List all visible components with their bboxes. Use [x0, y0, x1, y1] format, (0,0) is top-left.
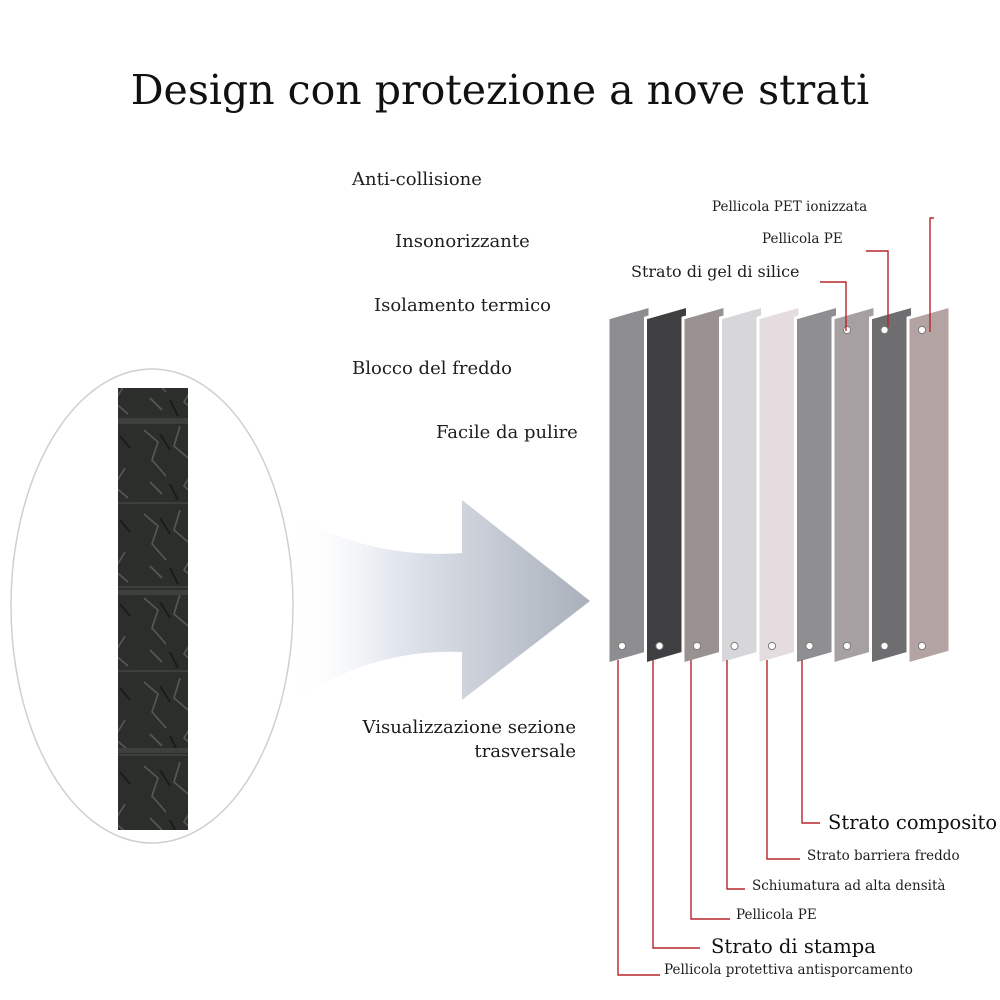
label-foam: Schiumatura ad alta densità: [752, 878, 946, 894]
leader-print-layer: [652, 660, 700, 949]
leader-silica-gel: [820, 281, 847, 331]
layer-panel-6: [794, 304, 839, 666]
leader-pet-film: [929, 217, 934, 332]
feature-easy-clean: Facile da pulire: [436, 422, 578, 443]
label-cold-barrier: Strato barriera freddo: [807, 848, 960, 864]
feature-soundproof: Insonorizzante: [395, 231, 530, 252]
label-pe-film-top: Pellicola PE: [762, 231, 843, 247]
layer-dot-bottom-6: [805, 641, 814, 651]
layer-dot-bottom-9: [917, 641, 927, 651]
leader-pe-film-top: [866, 250, 889, 327]
layer-panel-8: [869, 304, 914, 666]
wall-panel-section: [118, 388, 188, 830]
leader-pe-film-bottom: [690, 660, 730, 920]
layer-panels: [606, 304, 952, 666]
label-print-layer: Strato di stampa: [711, 935, 876, 958]
label-pet-film: Pellicola PET ionizzata: [712, 199, 868, 215]
layer-dot-bottom-1: [617, 641, 627, 651]
layer-dot-bottom-7: [842, 641, 852, 651]
caption-line-2: trasversale: [474, 741, 576, 762]
label-composite: Strato composito: [828, 811, 998, 834]
layer-dot-top-7: [842, 325, 852, 335]
leader-lines: [617, 217, 934, 976]
layer-dot-bottom-4: [730, 641, 739, 651]
layer-dot-top-9: [917, 325, 927, 335]
layer-panel-9: [906, 304, 952, 666]
label-silica-gel: Strato di gel di silice: [631, 262, 800, 281]
layer-dot-top-8: [880, 325, 889, 335]
feature-thermal-insulation: Isolamento termico: [374, 295, 552, 316]
feature-cold-block: Blocco del freddo: [352, 358, 512, 379]
layer-panel-2: [644, 304, 689, 666]
label-protective-film: Pellicola protettiva antisporcamento: [664, 962, 913, 978]
leader-protective-film: [617, 660, 660, 976]
leader-foam: [726, 660, 745, 890]
layer-dot-bottom-2: [655, 641, 664, 651]
cross-section-caption: Visualizzazione sezione trasversale: [360, 716, 576, 764]
layer-panel-1: [606, 304, 652, 666]
arrow-shape: [288, 500, 590, 705]
layer-dot-bottom-5: [767, 641, 777, 651]
layer-panel-5: [756, 304, 802, 666]
layer-panel-7: [831, 304, 877, 666]
page-title: Design con protezione a nove strati: [130, 66, 870, 114]
label-pe-film-bottom: Pellicola PE: [736, 907, 817, 923]
feature-anti-collision: Anti-collisione: [352, 169, 482, 190]
layer-panel-4: [719, 304, 764, 666]
layer-dot-bottom-8: [880, 641, 889, 651]
layer-panel-3: [681, 304, 727, 666]
leader-composite: [801, 660, 820, 824]
caption-line-1: Visualizzazione sezione: [362, 717, 576, 738]
leader-cold-barrier: [766, 660, 800, 860]
layer-dot-bottom-3: [692, 641, 702, 651]
